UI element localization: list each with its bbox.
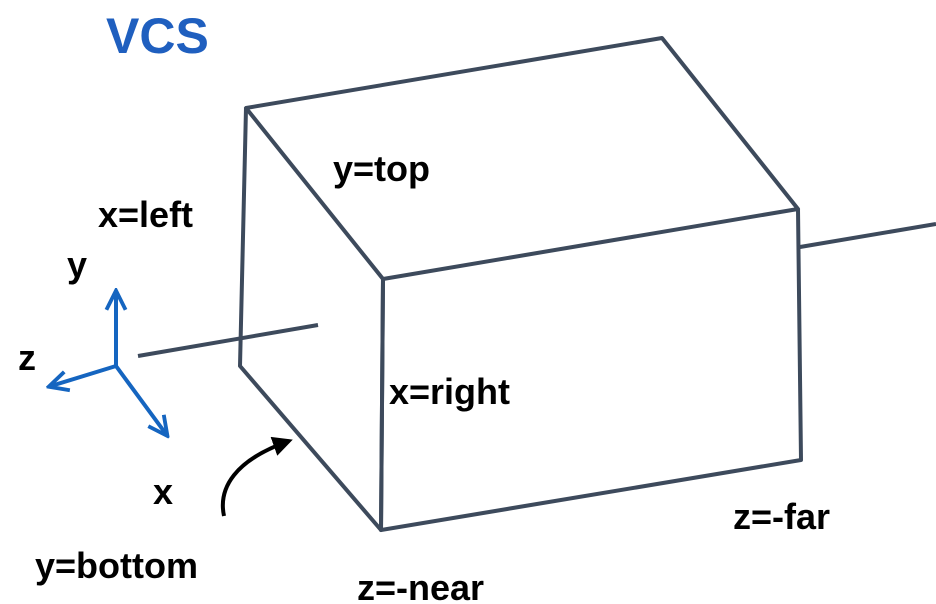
view-volume-box	[238, 36, 803, 532]
axes-indicator	[51, 293, 166, 434]
label-x-right: x=right	[389, 371, 511, 412]
z-axis-arrow	[51, 364, 117, 386]
view-axis-far-segment	[799, 222, 936, 249]
axis-label-z: z	[18, 337, 36, 378]
view-axis	[137, 222, 936, 358]
axis-label-x: x	[153, 471, 174, 512]
label-x-left: x=left	[98, 194, 194, 235]
x-axis-arrow	[114, 364, 166, 434]
curved-pointer-arrow	[220, 436, 293, 517]
diagram-title: VCS	[106, 8, 209, 64]
label-y-bottom: y=bottom	[35, 545, 199, 586]
view-axis-near-segment	[137, 323, 319, 358]
axis-label-y: y	[67, 244, 88, 285]
label-y-top: y=top	[333, 148, 431, 189]
near-right-face	[379, 208, 803, 532]
label-z-near: z=-near	[357, 567, 485, 604]
top-face	[244, 36, 800, 281]
label-z-far: z=-far	[733, 496, 831, 537]
